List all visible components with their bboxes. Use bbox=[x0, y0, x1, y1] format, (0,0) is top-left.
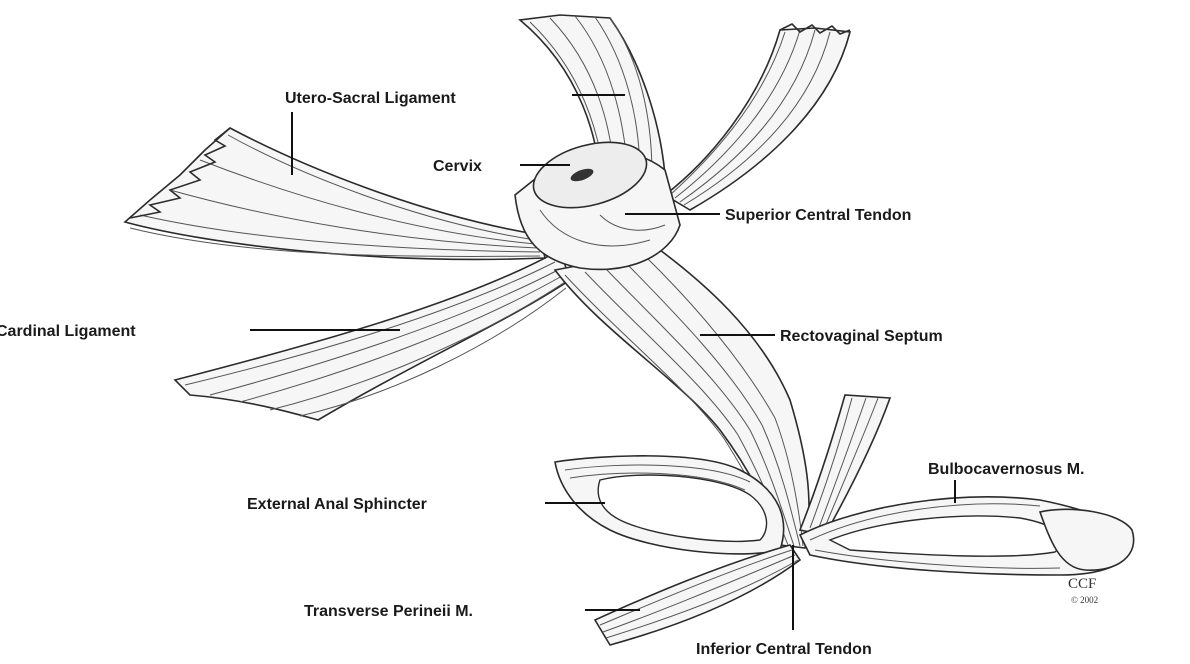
label-utero-sacral-ligament: Utero-Sacral Ligament bbox=[285, 90, 456, 107]
utero-sacral-ligament-right-shape bbox=[665, 24, 850, 210]
label-cardinal-ligament: Cardinal Ligament bbox=[0, 323, 136, 340]
credit-year: © 2002 bbox=[1071, 595, 1098, 605]
label-rectovaginal-septum: Rectovaginal Septum bbox=[780, 328, 943, 345]
bulbocavernosus-shape bbox=[800, 497, 1134, 575]
label-superior-central-tendon: Superior Central Tendon bbox=[725, 207, 911, 224]
label-bulbocavernosus: Bulbocavernosus M. bbox=[928, 461, 1084, 478]
transverse-perineii-shape bbox=[595, 545, 800, 645]
label-cervix: Cervix bbox=[433, 158, 482, 175]
cardinal-ligament-shape bbox=[175, 250, 570, 420]
label-external-anal-sphincter: External Anal Sphincter bbox=[247, 496, 427, 513]
credit-mark: CCF bbox=[1068, 576, 1096, 592]
label-inferior-central-tendon: Inferior Central Tendon bbox=[696, 641, 872, 658]
label-transverse-perineii: Transverse Perineii M. bbox=[304, 603, 473, 620]
utero-sacral-ligament-left-shape bbox=[125, 128, 545, 259]
